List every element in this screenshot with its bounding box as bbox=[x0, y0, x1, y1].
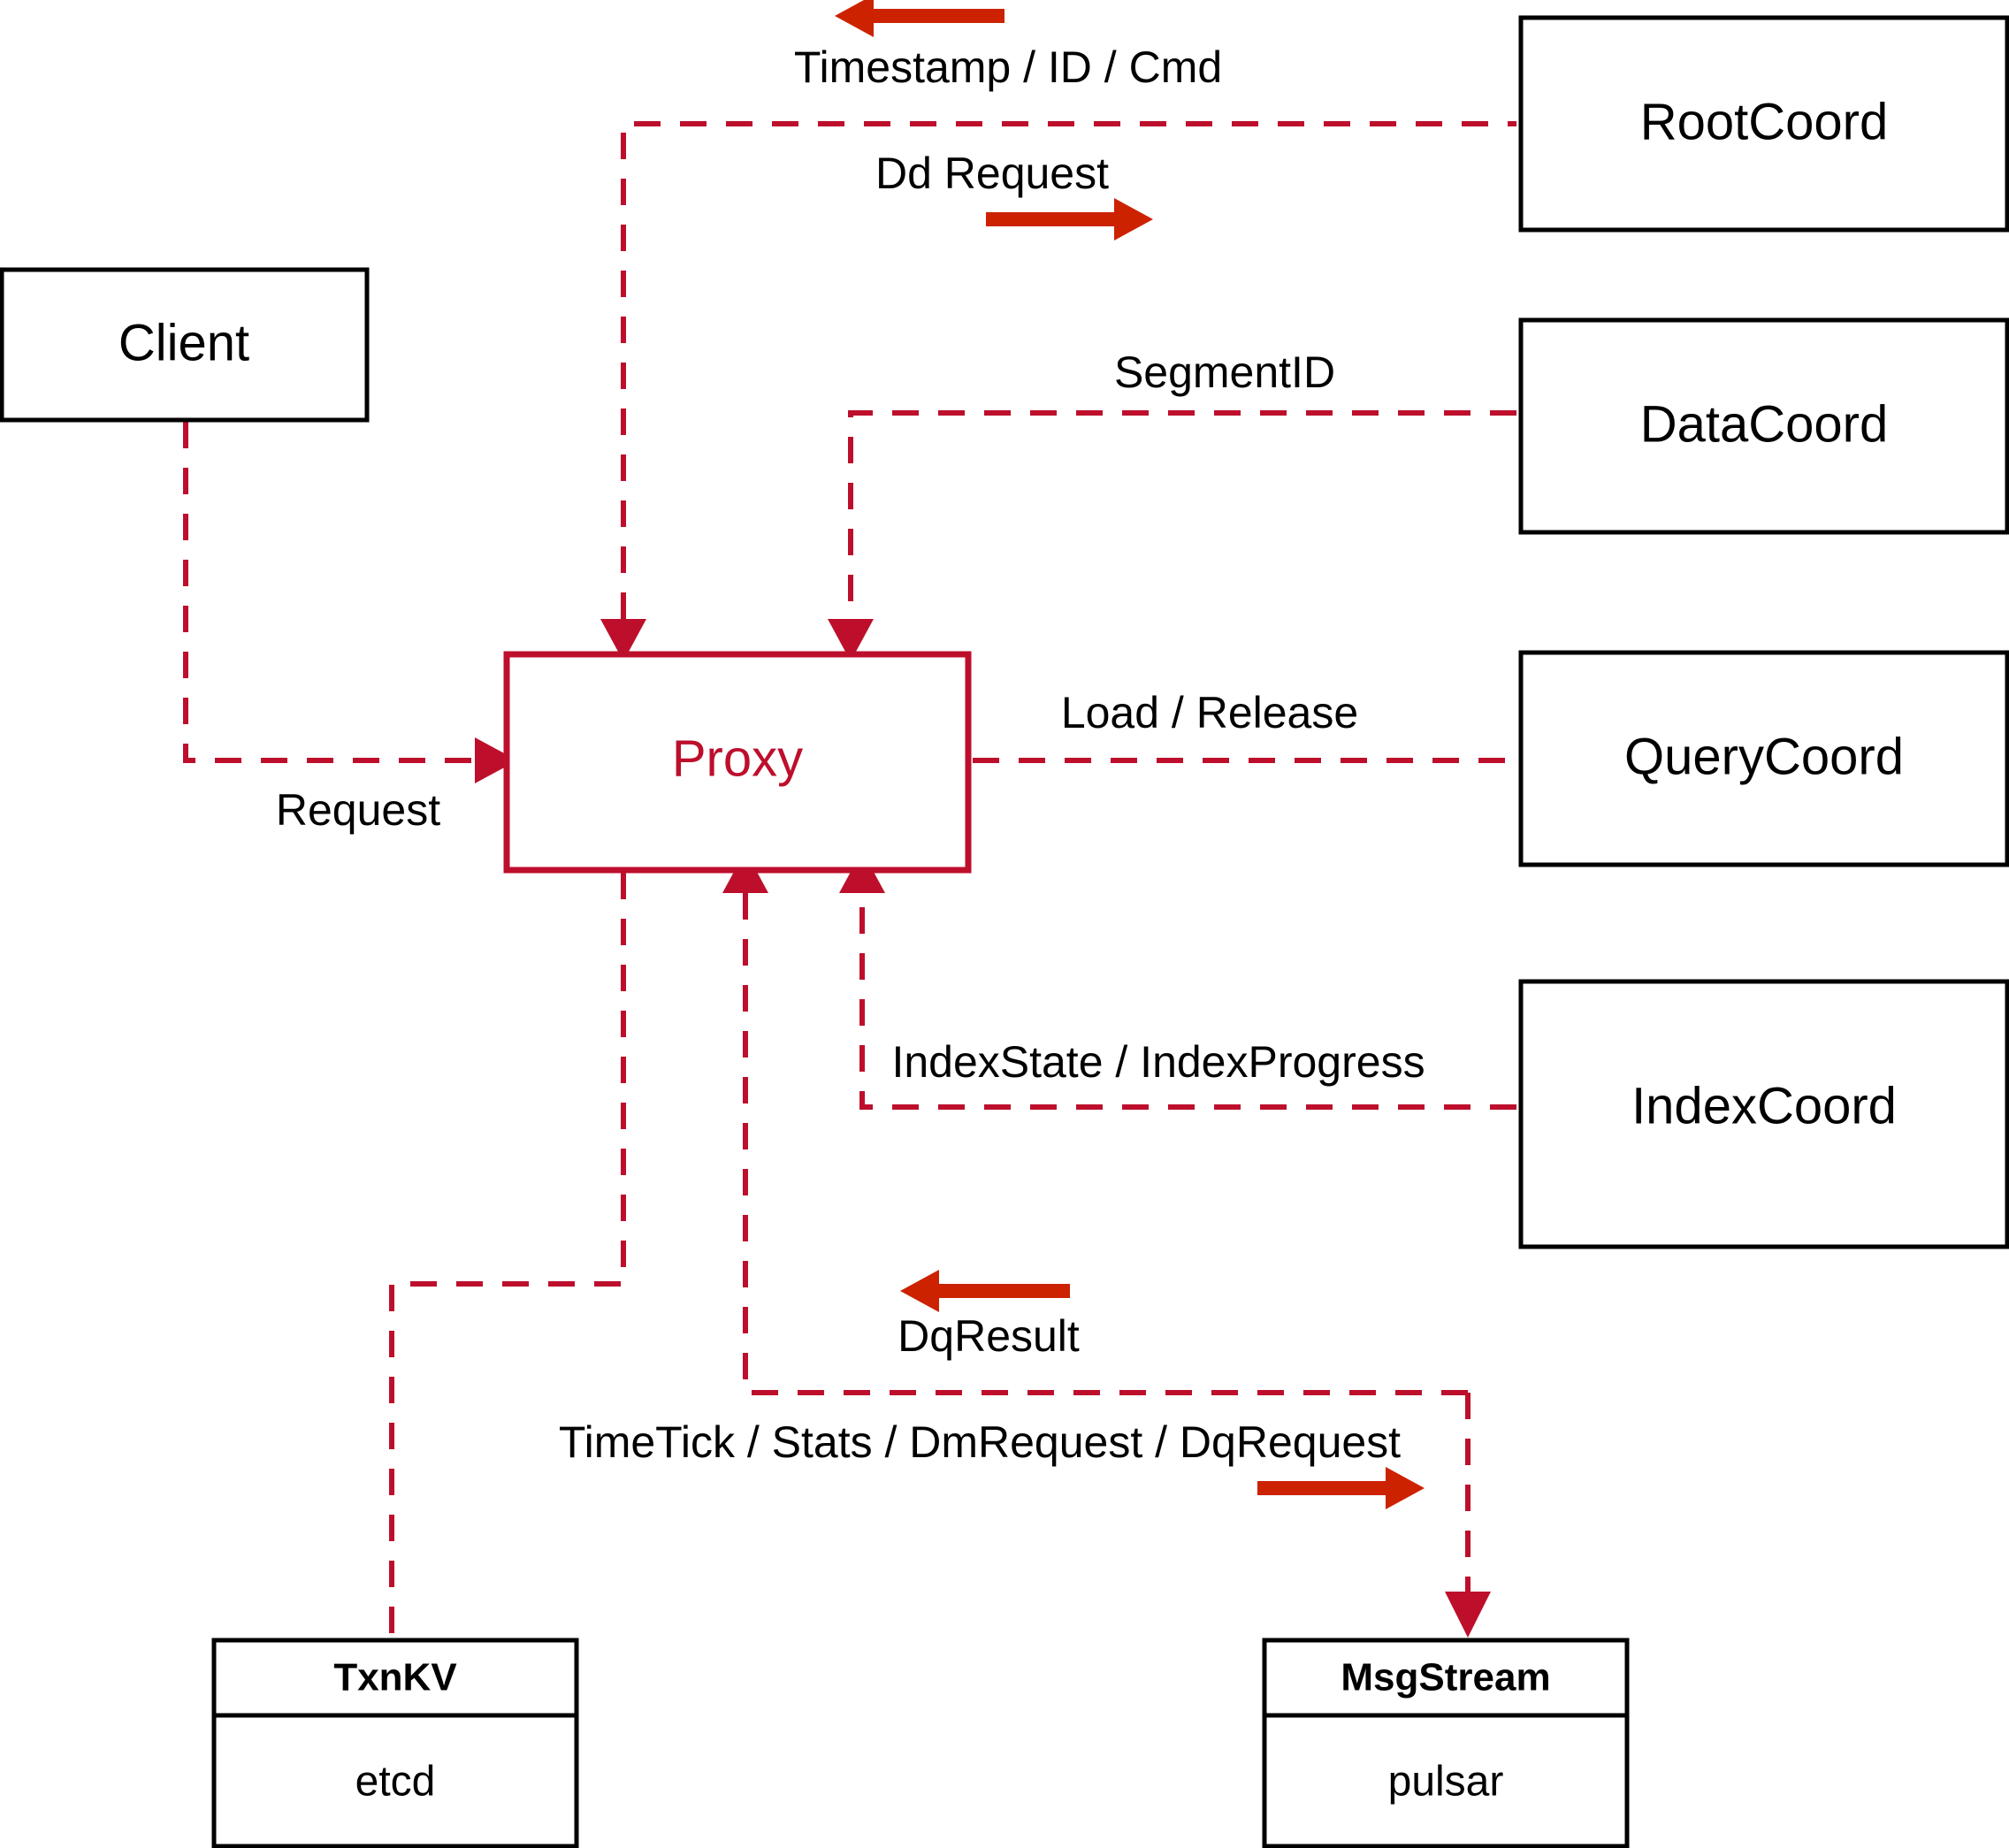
node-root-coord-label: RootCoord bbox=[1640, 93, 1888, 150]
node-msgstream-box[interactable] bbox=[1262, 1638, 1630, 1848]
node-txnkv-impl-label: etcd bbox=[355, 1759, 436, 1806]
edge-label-segment-id: SegmentID bbox=[1114, 347, 1335, 397]
node-proxy-label: Proxy bbox=[672, 729, 803, 787]
flow-path-index-state bbox=[859, 893, 1516, 1110]
arrowhead-proxy-top-left bbox=[600, 619, 646, 661]
node-data-coord[interactable]: DataCoord bbox=[1518, 317, 2009, 535]
flow-path-request bbox=[183, 422, 472, 763]
node-txnkv[interactable]: TxnKV etcd bbox=[211, 1638, 579, 1848]
direction-arrow-timetick bbox=[1257, 1467, 1425, 1509]
node-index-coord-box[interactable] bbox=[1518, 979, 2009, 1249]
edge-label-load-release: Load / Release bbox=[1061, 688, 1358, 737]
edge-label-dq-result: DqResult bbox=[898, 1311, 1080, 1361]
node-index-coord-label: IndexCoord bbox=[1631, 1077, 1897, 1134]
arrowhead-proxy-left bbox=[475, 737, 517, 783]
node-client-box[interactable] bbox=[0, 267, 370, 423]
direction-arrow-dq-result bbox=[900, 1270, 1070, 1312]
node-txnkv-box[interactable] bbox=[211, 1638, 579, 1848]
node-client-label: Client bbox=[118, 314, 249, 371]
direction-arrow-timestamp bbox=[835, 0, 1004, 37]
node-root-coord[interactable]: RootCoord bbox=[1518, 15, 2009, 233]
node-data-coord-label: DataCoord bbox=[1640, 395, 1888, 453]
node-proxy-box[interactable] bbox=[503, 651, 972, 874]
arrowhead-msgstream bbox=[1445, 1592, 1491, 1638]
direction-arrow-dd-request bbox=[986, 198, 1153, 241]
edge-label-timestamp-id-cmd: Timestamp / ID / Cmd bbox=[794, 42, 1222, 92]
node-data-coord-box[interactable] bbox=[1518, 317, 2009, 535]
node-msgstream-label: MsgStream bbox=[1341, 1656, 1550, 1699]
flow-path-segment-id bbox=[848, 410, 1516, 619]
node-client[interactable]: Client bbox=[0, 267, 370, 423]
edge-label-index-state-progress: IndexState / IndexProgress bbox=[891, 1037, 1425, 1087]
edge-label-timetick-stats: TimeTick / Stats / DmRequest / DqRequest bbox=[559, 1417, 1401, 1467]
flow-path-dq-result bbox=[743, 893, 1468, 1395]
edge-label-request: Request bbox=[276, 785, 440, 835]
node-query-coord-box[interactable] bbox=[1518, 650, 2009, 867]
node-root-coord-box[interactable] bbox=[1518, 15, 2009, 233]
arrowhead-proxy-top-right bbox=[828, 619, 874, 661]
node-index-coord[interactable]: IndexCoord bbox=[1518, 979, 2009, 1249]
node-query-coord[interactable]: QueryCoord bbox=[1518, 650, 2009, 867]
node-msgstream[interactable]: MsgStream pulsar bbox=[1262, 1638, 1630, 1848]
flow-path-txnkv bbox=[389, 873, 626, 1640]
node-query-coord-label: QueryCoord bbox=[1624, 728, 1904, 785]
edge-label-dd-request: Dd Request bbox=[875, 149, 1109, 198]
node-proxy[interactable]: Proxy bbox=[503, 651, 972, 874]
node-msgstream-impl-label: pulsar bbox=[1388, 1759, 1504, 1806]
node-txnkv-label: TxnKV bbox=[333, 1656, 457, 1699]
